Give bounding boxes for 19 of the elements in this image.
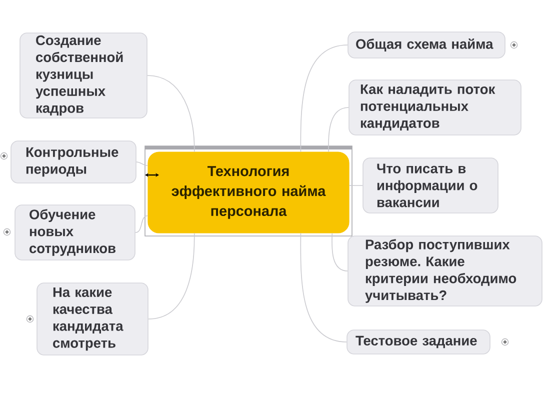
connector-line <box>300 232 347 342</box>
connector-line <box>147 75 195 152</box>
connector-line <box>332 232 348 272</box>
connector-line <box>328 107 349 152</box>
topic-box: На какие качества кандидата смотреть <box>36 282 148 356</box>
topic-box: Обучение новых сотрудников <box>14 204 136 260</box>
topic-box: Разбор поступивших резюме. Какие критерии необходимо учитывать? <box>348 236 542 306</box>
topic-box: Тестовое задание <box>346 330 490 354</box>
connector-line <box>136 162 148 166</box>
connector-line <box>300 44 348 152</box>
topic-box: Контрольные периоды <box>10 140 136 184</box>
connector-line <box>348 185 363 186</box>
topic-box: Что писать в информации о вакансии <box>362 158 498 214</box>
connector-line <box>135 215 148 233</box>
connector-line <box>148 232 195 320</box>
topic-box: Общая схема найма <box>348 32 506 58</box>
topic-box: Как наладить поток потенциальных кандидатов <box>348 80 522 136</box>
central-topic-box: Технология эффективного найма персонала <box>148 152 350 234</box>
topic-box: Создание собственной кузницы успешных кадров <box>20 32 148 118</box>
